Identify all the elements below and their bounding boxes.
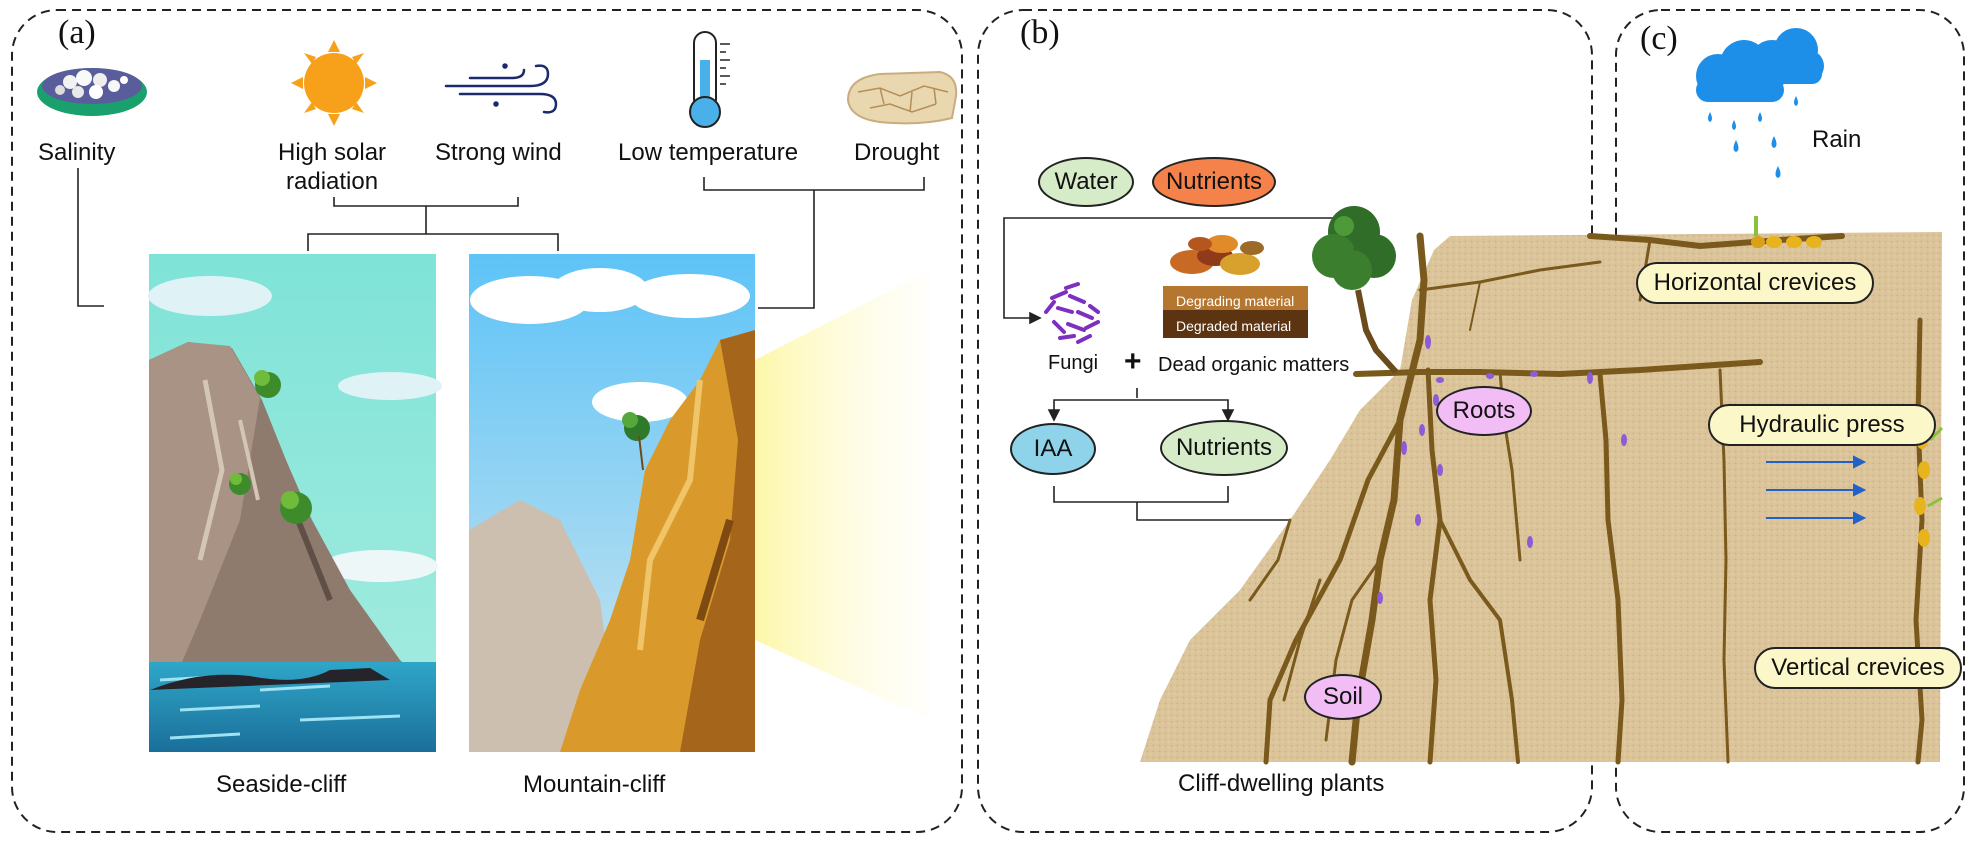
degrading-label: Degrading material (1176, 293, 1295, 309)
hydraulic-press-label: Hydraulic press (1708, 404, 1936, 446)
temperature-label: Low temperature (618, 139, 799, 166)
fungi-icon (1044, 282, 1100, 344)
vertical-crevices-label: Vertical crevices (1754, 647, 1962, 689)
rain-cloud-icon (1696, 28, 1824, 178)
iaa-pill: IAA (1010, 423, 1096, 475)
drought-label: Drought (854, 139, 940, 166)
tree-icon (1312, 206, 1399, 375)
panel-a-frame (11, 9, 963, 833)
cracked-soil-icon (846, 70, 958, 125)
horizontal-crevices-label: Horizontal crevices (1636, 262, 1874, 304)
cliff-soil-section (1140, 206, 1942, 766)
panel-a-letter: (a) (58, 14, 96, 51)
fungi-label: Fungi (1048, 352, 1099, 374)
mountain-cliff-illustration (469, 254, 755, 752)
solar-label-line2: radiation (286, 168, 379, 195)
seeds-horizontal (1751, 216, 1822, 248)
panel-b-letter: (b) (1020, 14, 1060, 51)
thermometer-icon (689, 31, 730, 128)
connector-lines-a (77, 168, 925, 309)
nutrients-bottom-pill: Nutrients (1160, 420, 1288, 476)
dead-organic-label: Dead organic matters (1158, 354, 1350, 376)
water-pill: Water (1038, 157, 1134, 207)
leaf-litter-icon (1163, 235, 1308, 338)
seaside-cliff-illustration (148, 254, 442, 752)
arrow-right-icon (1766, 455, 1867, 525)
soil-pill: Soil (1304, 674, 1382, 720)
salt-bowl-icon (37, 68, 147, 116)
light-beam (755, 270, 930, 720)
solar-label-line1: High solar (278, 139, 387, 166)
mountain-caption: Mountain-cliff (523, 771, 666, 798)
plus-sign: + (1124, 345, 1142, 378)
seaside-caption: Seaside-cliff (216, 771, 347, 798)
wind-label: Strong wind (435, 139, 562, 166)
sun-icon (291, 40, 377, 126)
wind-icon (444, 63, 558, 114)
roots-pill: Roots (1436, 386, 1532, 436)
cliff-plants-caption: Cliff-dwelling plants (1178, 770, 1385, 797)
panel-c-letter: (c) (1640, 20, 1678, 57)
nutrients-top-pill: Nutrients (1152, 157, 1276, 207)
salinity-label: Salinity (38, 139, 116, 166)
degraded-label: Degraded material (1176, 318, 1292, 334)
panel-c-frame (1615, 9, 1965, 833)
rain-label: Rain (1812, 126, 1862, 153)
